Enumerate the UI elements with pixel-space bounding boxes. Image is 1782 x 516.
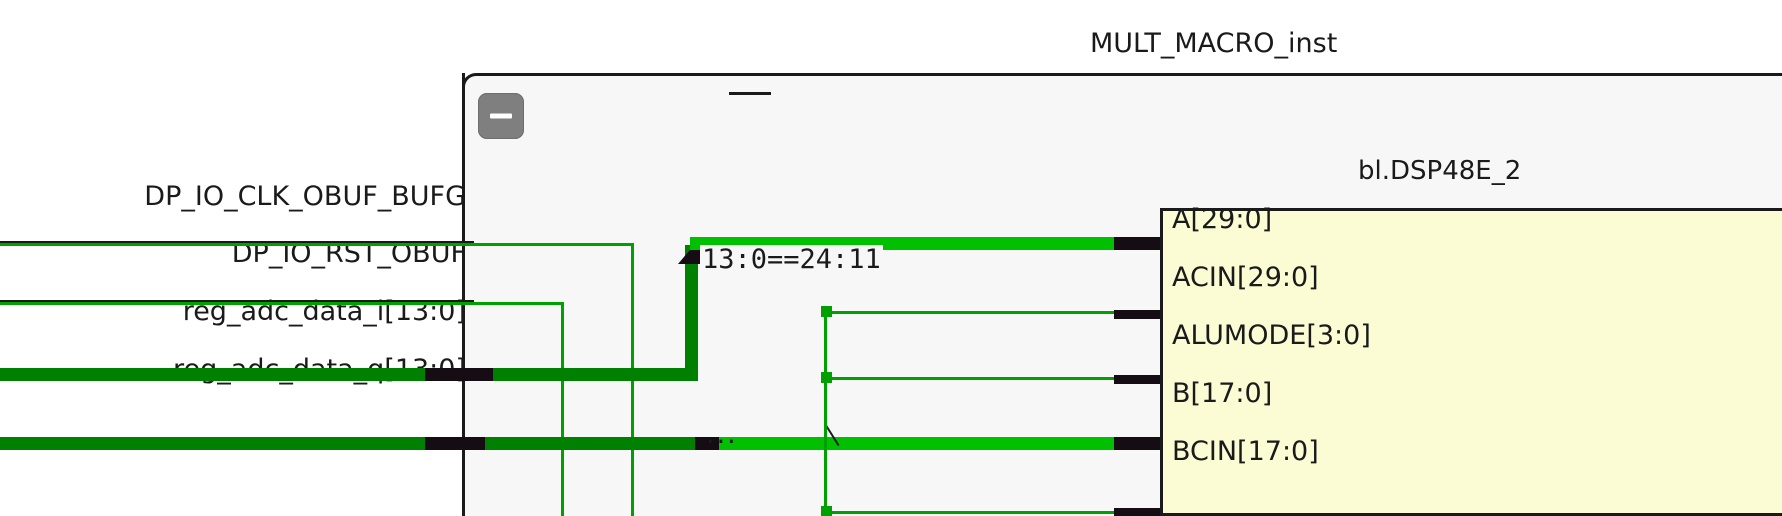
pin-stub-acin [1114, 310, 1164, 319]
label-rule-2 [0, 300, 474, 303]
primitive-block-dsp48e2[interactable] [1160, 208, 1782, 516]
pin-stub-alumode [1114, 375, 1164, 384]
net-clk-seg-left[interactable] [0, 243, 474, 246]
net-adc-i-bus-marker [425, 368, 493, 381]
hierarchy-block-title: MULT_MACRO_inst [1090, 28, 1338, 59]
net-b-bus[interactable] [719, 437, 1140, 450]
primitive-block-title: bl.DSP48E_2 [1358, 156, 1522, 186]
pin-label-bcin: BCIN[17:0] [1172, 436, 1319, 467]
net-rst-seg-mid[interactable] [474, 302, 564, 305]
net-adc-i-seg-left[interactable] [0, 368, 425, 381]
net-rst-seg-left[interactable] [0, 302, 474, 305]
net-alumode[interactable] [826, 377, 1140, 380]
pin-label-alumode: ALUMODE[3:0] [1172, 320, 1371, 351]
net-rst-vert[interactable] [561, 302, 564, 516]
pin-label-b: B[17:0] [1172, 378, 1273, 409]
net-bcin-junction [821, 506, 832, 516]
pin-stub-b [1114, 437, 1164, 450]
pin-label-a: A[29:0] [1172, 204, 1273, 235]
net-adc-i-seg-mid[interactable] [493, 368, 698, 381]
net-adc-q-seg-mid[interactable] [485, 437, 695, 450]
net-acin[interactable] [826, 311, 1140, 314]
net-a-tap-terminal [729, 92, 771, 95]
net-bcin[interactable] [826, 511, 1140, 514]
hier-left-border [462, 73, 465, 516]
net-adc-q-bus-marker-2 [695, 437, 719, 450]
net-ellipsis-annotation: ... [706, 419, 738, 450]
pin-stub-bcin [1114, 508, 1164, 516]
bus-split-annotation: 13:0==24:11 [700, 244, 883, 275]
net-adc-i-vert[interactable] [685, 245, 698, 373]
net-fanout-vert[interactable] [824, 311, 827, 511]
net-adc-q-seg-left[interactable] [0, 437, 425, 450]
minus-icon [490, 113, 512, 119]
collapse-button[interactable] [478, 93, 524, 139]
pin-label-acin: ACIN[29:0] [1172, 262, 1319, 293]
port-label-dp-io-clk-obuf-bufg: DP_IO_CLK_OBUF_BUFG [144, 181, 466, 212]
net-clk-seg-mid[interactable] [474, 243, 634, 246]
net-adc-q-bus-marker-1 [425, 437, 485, 450]
label-rule-1 [0, 241, 474, 244]
pin-stub-a [1114, 237, 1164, 250]
